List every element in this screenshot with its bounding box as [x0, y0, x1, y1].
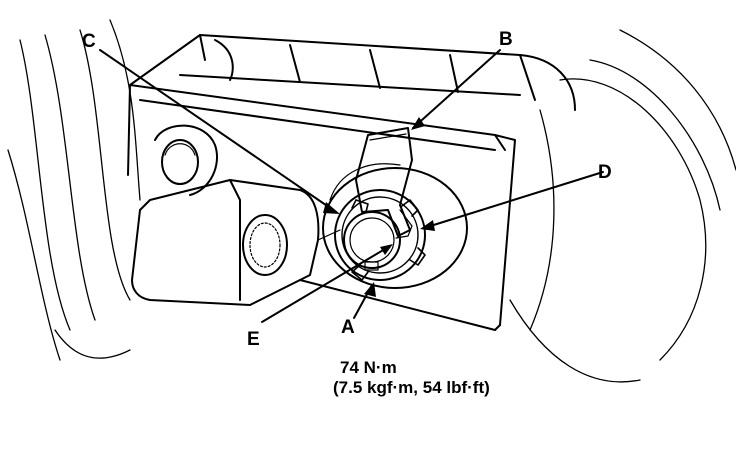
arrowhead-c [323, 202, 340, 214]
arrowhead-e [380, 244, 393, 255]
leader-e [261, 245, 391, 323]
callout-c: C [82, 31, 96, 52]
torque-spec-imperial: (7.5 kgf·m, 54 lbf·ft) [333, 378, 490, 397]
right-boot [509, 29, 736, 383]
arrowhead-b [411, 117, 425, 130]
torque-spec-metric: 74 N·m [340, 358, 397, 377]
arrowhead-a [364, 282, 376, 297]
locknut [334, 189, 426, 281]
lock-tab [355, 127, 413, 239]
mounting-block [127, 84, 516, 331]
leader-d [423, 171, 604, 229]
locknut-recess [322, 163, 468, 289]
mount-bracket [131, 179, 341, 306]
callout-b: B [499, 29, 513, 50]
leader-b [412, 49, 501, 129]
rack-housing [129, 34, 576, 111]
callout-d: D [598, 162, 612, 183]
callout-e: E [247, 329, 260, 350]
leader-c [99, 49, 337, 213]
leader-lines [99, 49, 604, 323]
left-boot [7, 19, 141, 361]
arrowheads [323, 117, 435, 297]
arrowhead-d [420, 220, 435, 231]
callout-a: A [341, 317, 355, 338]
